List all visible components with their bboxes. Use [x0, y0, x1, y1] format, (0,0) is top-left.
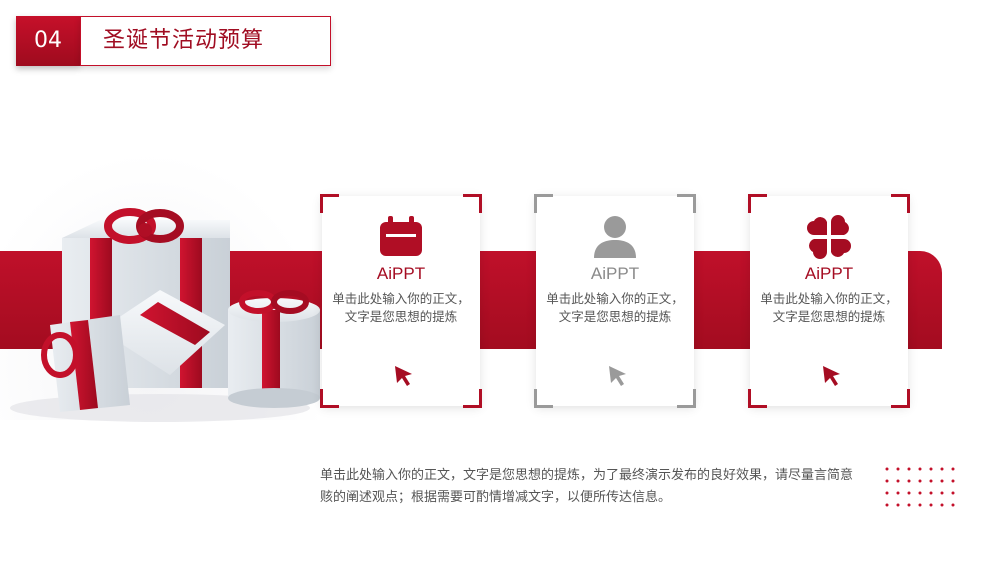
card-title: AiPPT: [590, 264, 640, 283]
section-header: 04 圣诞节活动预算: [16, 16, 331, 66]
corner-bracket: [534, 194, 553, 213]
corner-bracket: [534, 389, 553, 408]
corner-bracket: [463, 389, 482, 408]
gift-boxes-illustration: [10, 208, 320, 422]
cursor-icon: [395, 366, 412, 386]
user-icon: [594, 216, 636, 258]
cursor-icon: [609, 366, 626, 386]
feature-card-2[interactable]: AiPPT 单击此处输入你的正文，文字是您思想的提炼: [534, 194, 696, 408]
corner-bracket: [320, 389, 339, 408]
corner-bracket: [677, 389, 696, 408]
description-paragraph: 单击此处输入你的正文，文字是您思想的提炼，为了最终演示发布的良好效果，请尽量言简…: [320, 468, 854, 505]
section-number: 04: [16, 16, 80, 66]
calendar-icon: [380, 216, 422, 256]
card-body-text: 单击此处输入你的正文，文字是您思想的提炼: [546, 291, 684, 324]
card-title: AiPPT: [376, 264, 426, 283]
corner-bracket: [891, 389, 910, 408]
corner-bracket: [463, 194, 482, 213]
section-title: 圣诞节活动预算: [103, 28, 265, 53]
corner-bracket: [677, 194, 696, 213]
feature-card-1[interactable]: AiPPT 单击此处输入你的正文，文字是您思想的提炼: [320, 194, 482, 408]
section-title-box: 圣诞节活动预算: [80, 16, 331, 66]
corner-bracket: [320, 194, 339, 213]
corner-bracket: [748, 389, 767, 408]
corner-bracket: [891, 194, 910, 213]
corner-bracket: [748, 194, 767, 213]
feature-card-3[interactable]: AiPPT 单击此处输入你的正文，文字是您思想的提炼: [748, 194, 910, 408]
clover-icon: [807, 215, 851, 259]
cursor-icon: [823, 366, 840, 386]
dot-grid-decoration: [885, 467, 955, 507]
card-title: AiPPT: [804, 264, 854, 283]
card-body-text: 单击此处输入你的正文，文字是您思想的提炼: [332, 291, 470, 324]
card-body-text: 单击此处输入你的正文，文字是您思想的提炼: [760, 291, 898, 324]
